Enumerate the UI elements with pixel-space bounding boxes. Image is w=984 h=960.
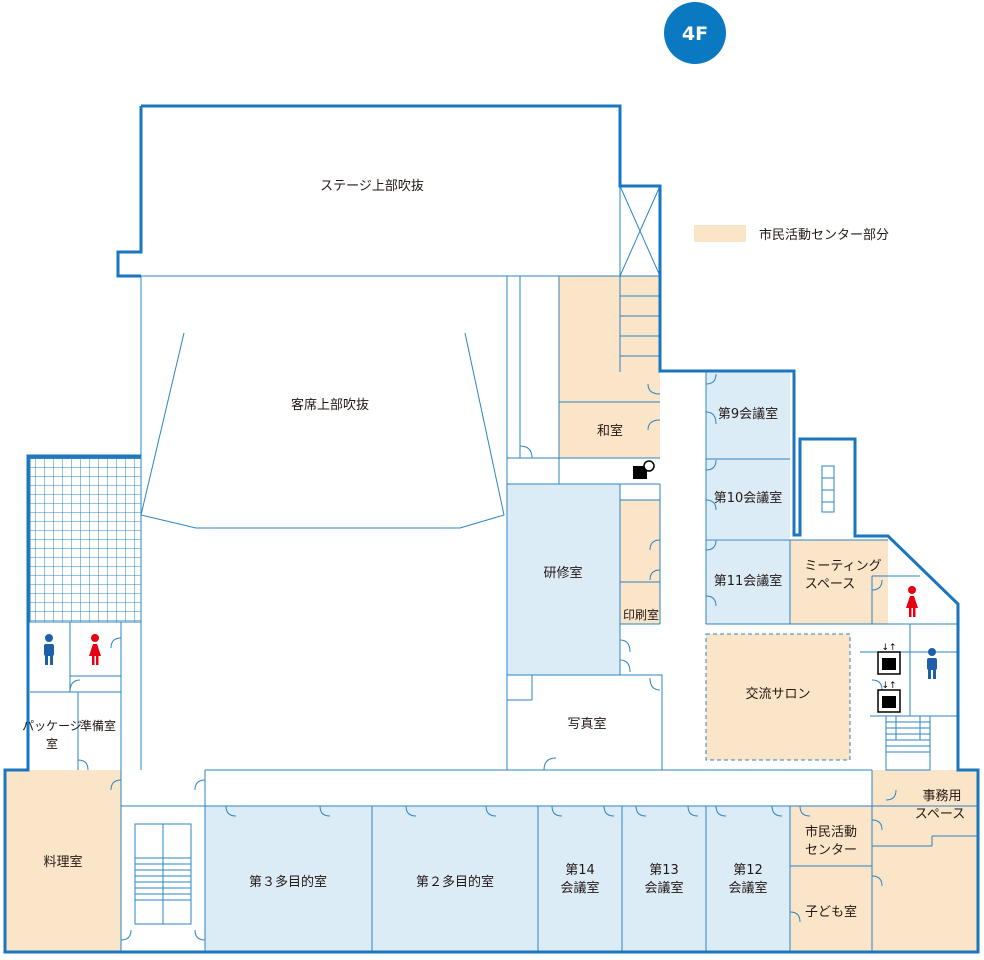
- svg-text:↓↑: ↓↑: [881, 681, 896, 691]
- female-toilet-icon: [89, 634, 101, 665]
- outer-walls: [3, 104, 980, 954]
- key-icon: [633, 460, 655, 479]
- floor-label: 4F: [682, 23, 708, 45]
- label-kaigi12-2: 会議室: [728, 880, 767, 896]
- label-tamokuteki3: 第３多目的室: [249, 874, 327, 890]
- label-kaigi14-1: 第14: [565, 863, 595, 878]
- label-civic-center-2: センター: [805, 843, 857, 858]
- svg-text:↓↑: ↓↑: [881, 643, 896, 653]
- label-kaigi11: 第11会議室: [714, 573, 783, 589]
- label-jimu-2: スペース: [915, 807, 965, 822]
- room-labels: ステージ上部吹抜 客席上部吹抜 和室 研修室 印刷室 写真室 第9会議室 第10…: [22, 178, 965, 920]
- label-tamokuteki2: 第２多目的室: [416, 874, 494, 890]
- label-package-1: パッケージ: [22, 719, 82, 733]
- male-toilet-icon: [44, 634, 54, 665]
- label-washitsu: 和室: [597, 423, 623, 439]
- label-salon: 交流サロン: [745, 686, 810, 702]
- legend: 市民活動センター部分: [694, 225, 889, 243]
- label-civic-center-1: 市民活動: [805, 824, 857, 840]
- legend-swatch: [694, 225, 746, 242]
- label-ryouri: 料理室: [43, 854, 82, 870]
- label-kaigi12-1: 第12: [733, 863, 763, 878]
- label-kenshu: 研修室: [543, 565, 582, 581]
- female-toilet-icon-right: [906, 586, 918, 617]
- room-fills: [5, 276, 978, 952]
- interior-walls: [30, 185, 978, 952]
- label-insatsu: 印刷室: [623, 607, 659, 622]
- label-meeting-space-1: ミーティング: [804, 559, 881, 574]
- label-package-2: 室: [46, 736, 58, 751]
- elevator-icon: ↓↑ ↓↑: [877, 643, 901, 713]
- label-jimu-1: 事務用: [922, 789, 961, 804]
- male-toilet-icon-right: [927, 648, 937, 679]
- label-kaigi13-1: 第13: [649, 863, 679, 878]
- label-kaigi14-2: 会議室: [560, 880, 599, 896]
- label-seat-void: 客席上部吹抜: [291, 397, 369, 413]
- legend-label: 市民活動センター部分: [759, 227, 889, 243]
- doors: [69, 373, 897, 941]
- label-kaigi10: 第10会議室: [714, 490, 783, 506]
- label-meeting-space-2: スペース: [805, 577, 855, 592]
- floor-badge: 4F: [664, 2, 726, 64]
- label-kaigi9: 第9会議室: [718, 406, 778, 422]
- label-junbi: 準備室: [80, 718, 116, 733]
- label-stage-void: ステージ上部吹抜: [320, 178, 424, 194]
- label-kaigi13-2: 会議室: [644, 880, 683, 896]
- label-shashin: 写真室: [567, 716, 606, 732]
- label-kodomo: 子ども室: [805, 904, 857, 920]
